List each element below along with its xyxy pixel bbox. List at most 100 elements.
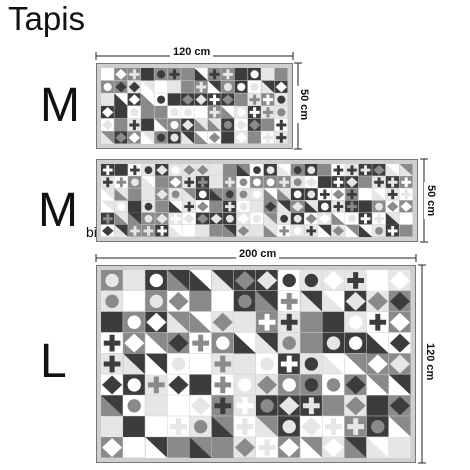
rug-tile	[101, 224, 115, 237]
rug-tile	[182, 212, 196, 225]
rug-tile	[261, 106, 275, 119]
rug-tile	[233, 290, 256, 312]
rug-tile	[145, 332, 168, 354]
rug-tile	[300, 374, 322, 395]
rug-tile	[167, 374, 190, 395]
rug-tile	[128, 200, 142, 213]
rug-tile	[344, 395, 367, 416]
rug-tile	[167, 80, 182, 94]
rug-tile	[300, 270, 322, 291]
rug-tile	[256, 416, 279, 438]
rug-tile	[388, 353, 411, 374]
rug-tile	[141, 118, 154, 131]
rug-tile	[318, 164, 332, 176]
rug-tile	[101, 68, 114, 81]
rug-tile	[195, 164, 210, 176]
rug-tile	[127, 118, 141, 131]
rug-tile	[344, 290, 367, 312]
rug-tile	[141, 176, 156, 189]
rug-tile	[101, 353, 123, 374]
rug-tile	[123, 437, 145, 458]
rug-tile	[123, 270, 145, 291]
rug-tile	[182, 176, 196, 188]
rug-tile	[233, 395, 256, 416]
rug-tile	[209, 224, 223, 237]
rug-tile	[385, 176, 399, 188]
rug-tile	[385, 164, 400, 177]
rug-tile	[221, 118, 235, 131]
rug-tile	[256, 353, 278, 374]
rug-tile	[233, 374, 256, 395]
rug-tile	[358, 212, 372, 225]
rug-tile	[194, 106, 208, 119]
rug-tile	[345, 212, 359, 225]
rug-tile	[322, 395, 345, 416]
rug-tile	[278, 290, 300, 312]
rug-tile	[101, 80, 114, 93]
rug-tile	[234, 93, 248, 106]
rug-tile	[101, 332, 123, 354]
rug-tile	[261, 131, 275, 144]
rug-tile	[223, 188, 237, 200]
rug-tile	[331, 176, 345, 188]
rug-tile	[182, 188, 196, 201]
rug-tile	[278, 437, 300, 458]
rug-tile	[114, 131, 128, 144]
rug-tile	[290, 200, 304, 213]
rug-tile	[189, 270, 212, 291]
rug-tile	[155, 212, 169, 225]
rug-tile	[123, 416, 146, 438]
rug-tile	[345, 200, 359, 213]
rug-tile	[388, 332, 411, 354]
rug-tile	[256, 270, 278, 291]
rug-tile	[189, 311, 212, 333]
rug-tile	[123, 290, 145, 312]
rug-tile	[304, 164, 318, 176]
rug-m-width-label: 120 cm	[170, 46, 214, 59]
rug-tile	[358, 188, 372, 200]
rug-tile	[167, 131, 181, 144]
rug-tile	[167, 118, 181, 131]
rug-tile	[207, 106, 221, 119]
rug-m-image	[96, 63, 293, 149]
rug-tile	[211, 290, 234, 312]
rug-tile	[211, 437, 234, 458]
rug-tile	[399, 200, 413, 213]
rug-tile	[304, 224, 318, 237]
rug-tile	[274, 131, 288, 144]
rug-tile	[101, 164, 115, 176]
rug-tile	[207, 118, 222, 132]
rug-tile	[167, 416, 190, 437]
rug-tile	[101, 200, 115, 213]
rug-tile	[221, 80, 235, 93]
rug-tile	[167, 290, 190, 312]
rug-tile	[233, 311, 256, 333]
rug-tile	[209, 176, 224, 189]
rug-tile	[304, 200, 319, 213]
rug-tile	[300, 353, 322, 374]
rug-tile	[234, 131, 248, 144]
rug-tile	[385, 224, 399, 237]
rug-tile	[221, 106, 235, 119]
rug-tile	[366, 290, 389, 312]
rug-tile	[247, 106, 261, 119]
rug-tile	[274, 68, 288, 81]
rug-tile	[123, 395, 145, 416]
rug-tile	[167, 93, 181, 106]
rug-tile	[247, 131, 261, 144]
rug-tile	[101, 290, 123, 312]
rug-tile	[194, 80, 208, 93]
rug-tile	[209, 200, 223, 213]
rug-tile	[233, 270, 256, 291]
rug-tile	[194, 93, 208, 106]
rug-tile	[274, 80, 288, 93]
rug-tile	[181, 118, 194, 131]
rug-tile	[101, 416, 124, 438]
rug-tile	[236, 200, 250, 213]
rug-tile	[318, 200, 332, 213]
rug-tile	[167, 106, 181, 119]
rug-tile	[101, 395, 124, 417]
rug-tile	[209, 164, 223, 176]
rug-tile	[290, 176, 304, 188]
rug-tile	[101, 118, 114, 131]
